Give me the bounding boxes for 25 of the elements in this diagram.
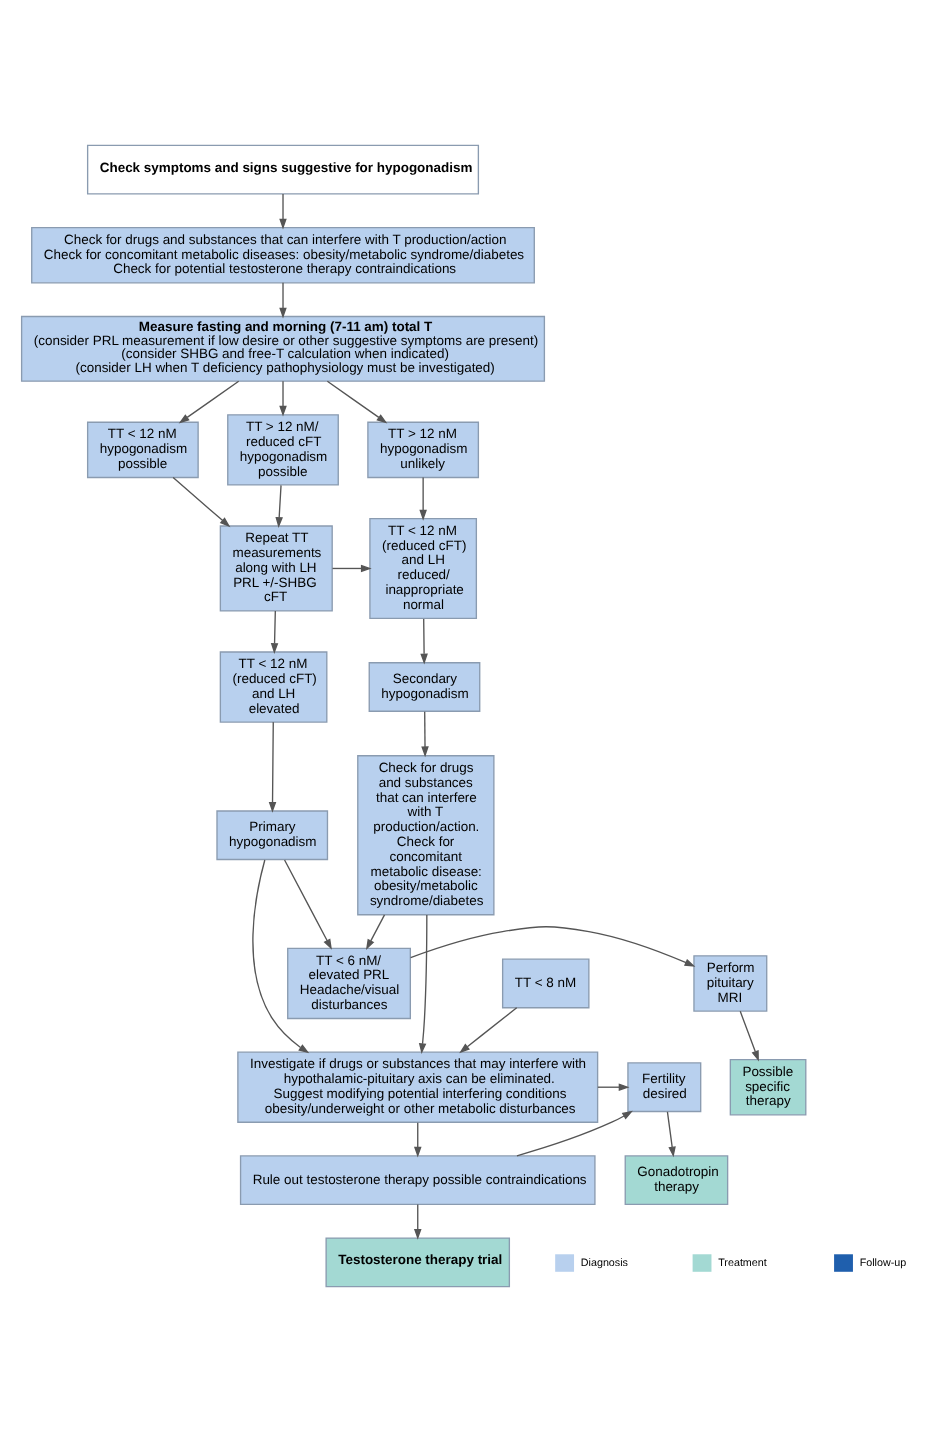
arrow (178, 379, 240, 423)
arrow (275, 483, 283, 527)
arrow (597, 1082, 630, 1090)
arrow (419, 475, 427, 520)
arrow (409, 925, 696, 966)
arrow (421, 710, 429, 757)
arrow (516, 1109, 633, 1156)
arrow (418, 913, 428, 1053)
arrow (172, 475, 231, 527)
arrow (331, 563, 372, 572)
arrow (268, 720, 277, 812)
arrow (413, 1202, 422, 1239)
arrow (252, 858, 310, 1053)
arrow (283, 858, 332, 949)
arrow (420, 617, 428, 664)
arrow (739, 1009, 759, 1061)
arrow (279, 281, 287, 318)
arrow (365, 913, 386, 949)
arrow (279, 192, 287, 229)
arrow (459, 1006, 518, 1053)
arrow (270, 609, 279, 653)
arrow (666, 1110, 676, 1157)
arrow (326, 379, 388, 423)
arrow (413, 1121, 422, 1157)
arrow (279, 379, 287, 416)
